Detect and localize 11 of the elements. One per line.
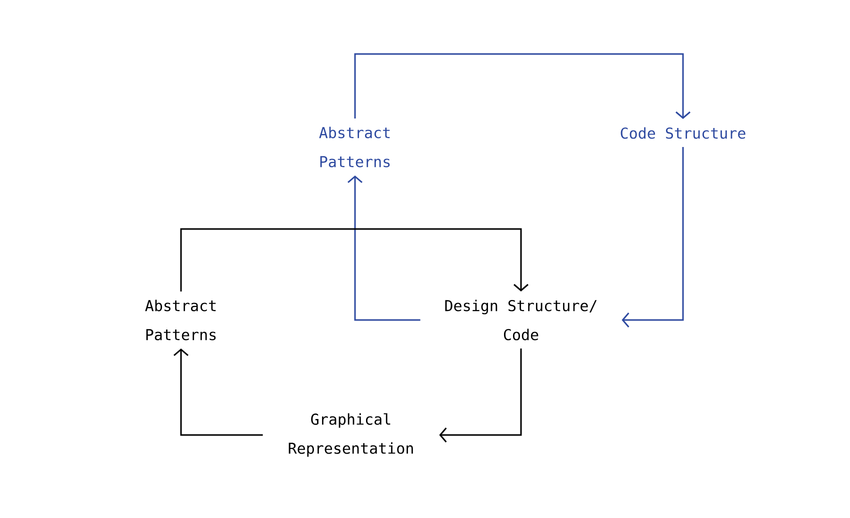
arrow <box>174 348 263 436</box>
arrow <box>180 228 528 292</box>
arrow <box>622 147 684 328</box>
label-text: Abstract Patterns <box>319 126 390 168</box>
label-text: Design Structure/ Code <box>445 300 597 340</box>
arrow <box>354 53 690 119</box>
arrow <box>348 176 420 321</box>
arrow <box>439 348 522 442</box>
label-text: Abstract Patterns <box>145 300 216 340</box>
label-text: Graphical Representation <box>288 413 413 457</box>
label-text: Code Structure <box>620 127 746 139</box>
